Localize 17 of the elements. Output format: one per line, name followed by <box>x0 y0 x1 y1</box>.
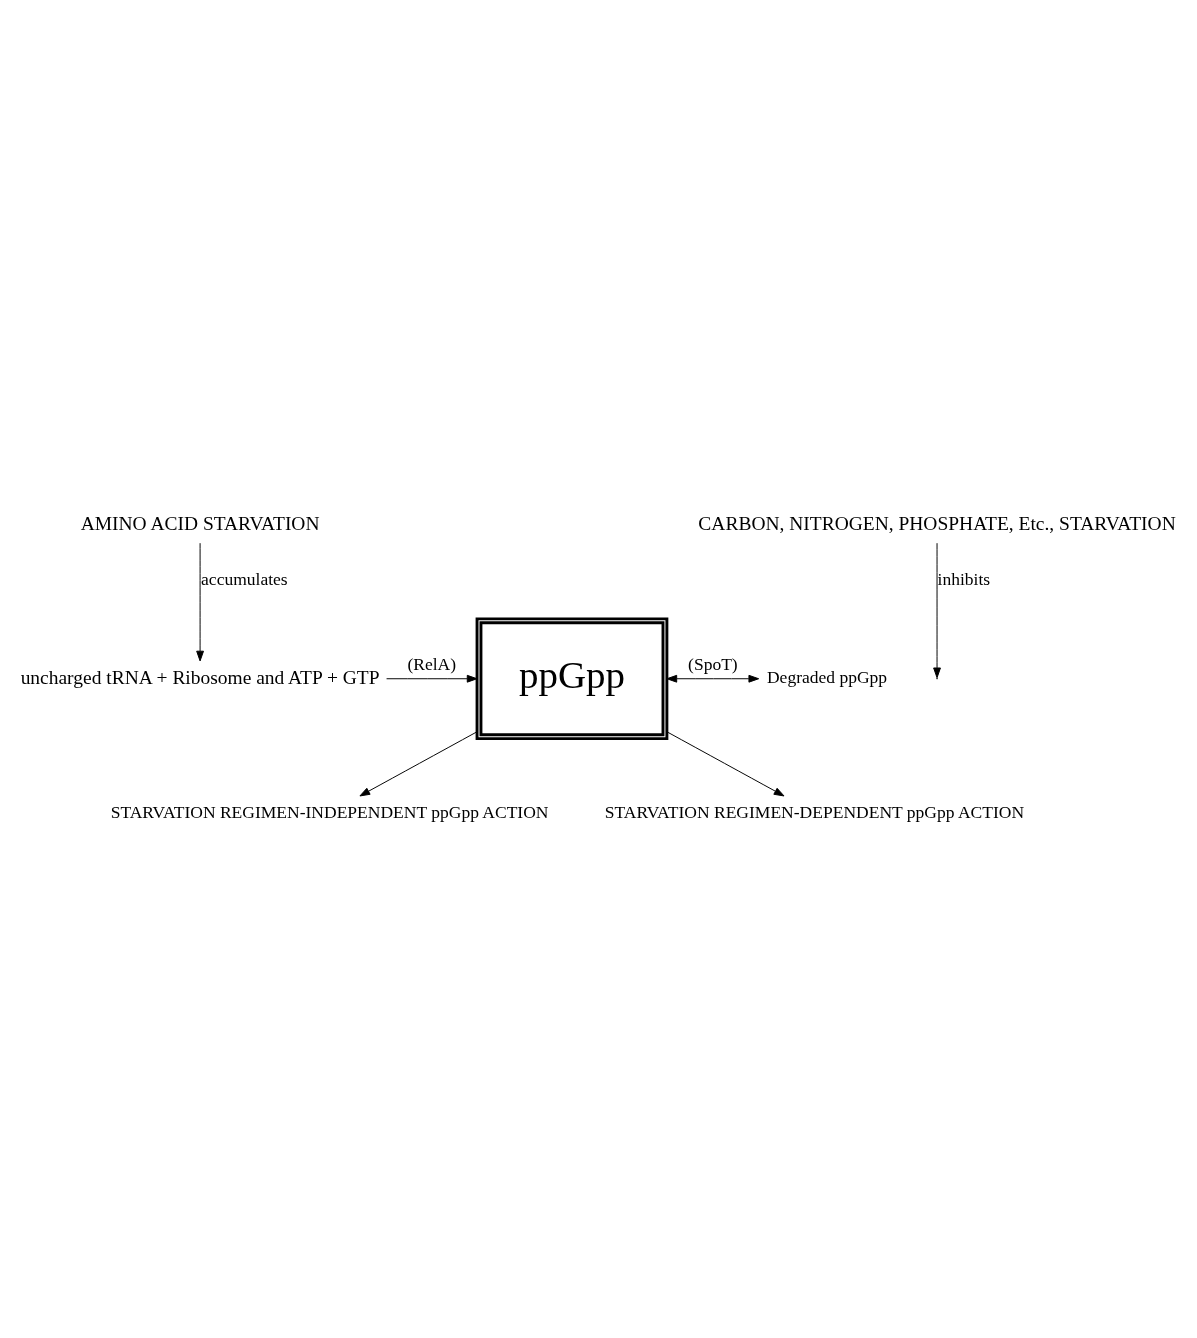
arrow <box>933 542 941 678</box>
arrow <box>196 542 204 661</box>
arrow <box>386 674 478 683</box>
arrow <box>666 730 785 796</box>
node-text: Degraded ppGpp <box>766 666 888 687</box>
arrow <box>666 674 760 683</box>
node-text: CARBON, NITROGEN, PHOSPHATE, Etc., STARVATION <box>698 512 1176 534</box>
node-text: AMINO ACID STARVATION <box>80 512 320 534</box>
node-text: STARVATION REGIMEN-INDEPENDENT ppGpp ACTION <box>110 801 549 822</box>
node-text: STARVATION REGIMEN-DEPENDENT ppGpp ACTION <box>604 801 1025 822</box>
node-box: ppGpp <box>475 616 669 740</box>
edge-label: (SpoT) <box>688 653 738 674</box>
node-text: uncharged tRNA + Ribosome and ATP + GTP <box>20 666 380 688</box>
arrow <box>359 730 478 796</box>
edge-label: (RelA) <box>407 653 457 674</box>
edge-label: accumulates <box>201 568 288 589</box>
edge-label: inhibits <box>937 568 991 589</box>
